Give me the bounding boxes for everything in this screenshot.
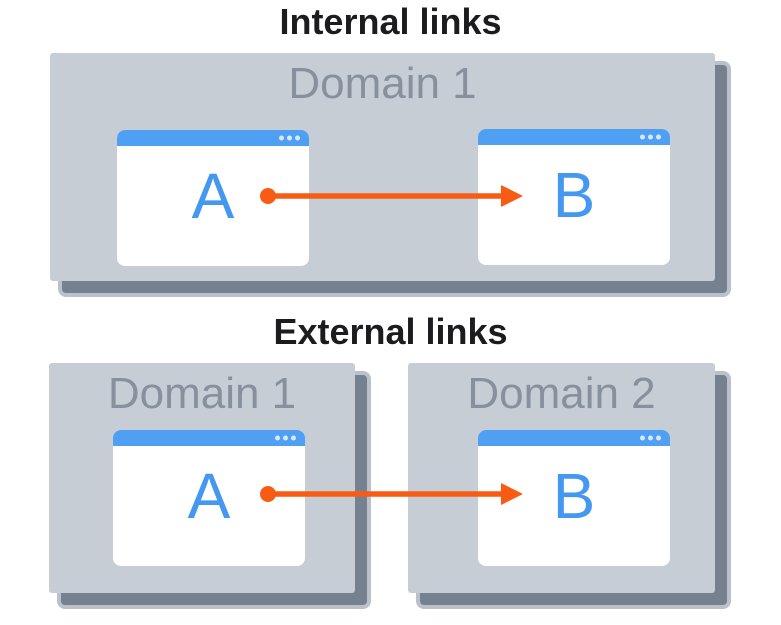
window-titlebar — [117, 130, 309, 146]
domain-label: Domain 2 — [467, 369, 656, 418]
domain-card-internal: Domain 1 A B — [50, 53, 727, 293]
section-heading-internal: Internal links — [279, 1, 502, 42]
section-heading-external: External links — [273, 311, 508, 352]
domain-label: Domain 1 — [107, 369, 297, 418]
window-menu-dots-icon — [640, 435, 661, 441]
domain-label: Domain 1 — [288, 59, 477, 108]
page-letter: B — [552, 159, 596, 231]
page-letter: A — [187, 460, 231, 532]
window-menu-dots-icon — [279, 135, 300, 141]
domain-card-external-2: Domain 2 B — [408, 363, 727, 605]
window-titlebar — [478, 129, 670, 145]
arrow-head — [501, 483, 523, 505]
link-arrow-icon — [260, 483, 523, 505]
window-menu-dots-icon — [640, 134, 661, 140]
window-titlebar — [478, 430, 670, 446]
window-titlebar — [113, 430, 305, 446]
page-letter: B — [552, 460, 596, 532]
arrow-head — [501, 185, 523, 207]
link-arrow-icon — [260, 185, 523, 207]
domain-card-external-1: Domain 1 A — [49, 363, 367, 605]
page-letter: A — [191, 160, 235, 232]
window-menu-dots-icon — [275, 435, 296, 441]
